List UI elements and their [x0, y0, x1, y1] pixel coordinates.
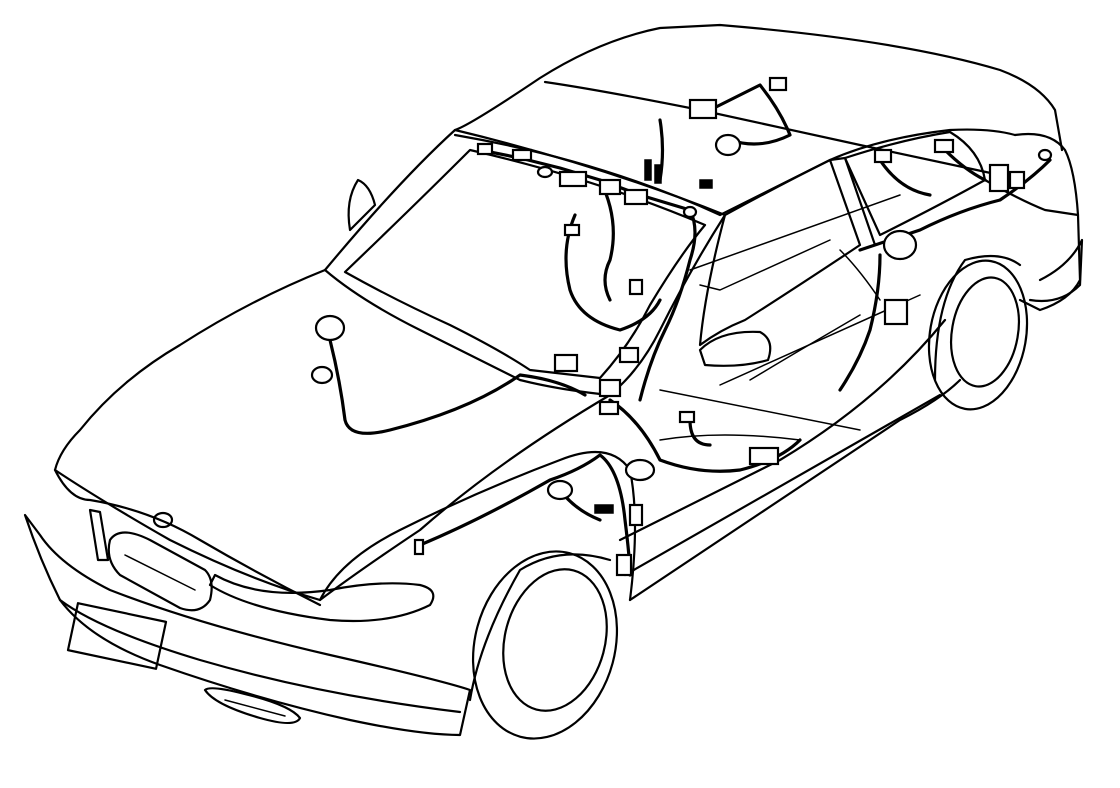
- hood-outline: [53, 268, 612, 602]
- connector: [688, 98, 718, 120]
- b-pillar: [828, 156, 877, 252]
- connector: [553, 353, 579, 373]
- connector: [882, 229, 918, 261]
- bumper-lower: [58, 598, 462, 714]
- connector: [310, 365, 334, 385]
- connector: [594, 504, 614, 514]
- rear-bumper: [1028, 238, 1084, 303]
- connector: [546, 479, 574, 501]
- connector: [714, 133, 742, 157]
- connector: [699, 179, 713, 189]
- rocker-panel: [628, 378, 962, 602]
- connector: [873, 148, 893, 164]
- connector: [768, 76, 788, 92]
- connector: [883, 298, 909, 326]
- roof-fin: [347, 178, 377, 232]
- license-plate: [66, 602, 168, 670]
- front-side-window: [698, 158, 862, 347]
- front-bumper: [23, 513, 472, 737]
- front-wheel: [468, 550, 619, 740]
- connector: [618, 346, 640, 364]
- connector: [558, 170, 588, 188]
- connector: [598, 378, 622, 398]
- connector: [623, 188, 649, 206]
- connector: [563, 223, 581, 237]
- connector: [988, 163, 1010, 193]
- connector: [1008, 170, 1026, 190]
- connector: [615, 553, 633, 577]
- fog-light: [203, 687, 302, 725]
- side-sill: [623, 393, 942, 577]
- connector: [511, 148, 533, 162]
- connector: [598, 178, 622, 196]
- connector: [598, 400, 620, 416]
- rear-side-window: [843, 130, 987, 237]
- roof-crease: [543, 80, 1002, 177]
- connector: [933, 138, 955, 154]
- connector: [1037, 148, 1053, 162]
- rear-quarter: [1013, 132, 1082, 312]
- wiring-harness: [328, 83, 1052, 577]
- engine-harness: [328, 338, 587, 435]
- connector: [628, 278, 644, 296]
- windshield-outer: [323, 128, 727, 397]
- connector: [628, 503, 644, 527]
- windshield-inner: [343, 148, 707, 380]
- connector: [654, 164, 662, 184]
- car-body: [23, 23, 1084, 737]
- connector: [476, 142, 494, 156]
- fender-harness: [418, 453, 632, 577]
- connector: [644, 159, 652, 181]
- headlight: [208, 573, 435, 623]
- connector: [624, 458, 656, 482]
- connector: [413, 538, 425, 556]
- connector: [678, 410, 696, 424]
- roof-outline: [453, 23, 1064, 152]
- roof-harness: [698, 83, 792, 146]
- rear-wheel: [927, 254, 1029, 411]
- dash-harness: [564, 213, 662, 332]
- hood-badge: [152, 511, 174, 529]
- connectors: [310, 76, 1053, 577]
- grille: [107, 531, 213, 612]
- connector: [314, 314, 346, 342]
- door-line: [618, 318, 947, 542]
- connector: [536, 165, 554, 179]
- connector: [682, 205, 698, 219]
- grille-slot: [88, 508, 110, 562]
- hood-front-edge: [53, 468, 322, 607]
- connector: [748, 446, 780, 466]
- side-mirror: [698, 330, 772, 367]
